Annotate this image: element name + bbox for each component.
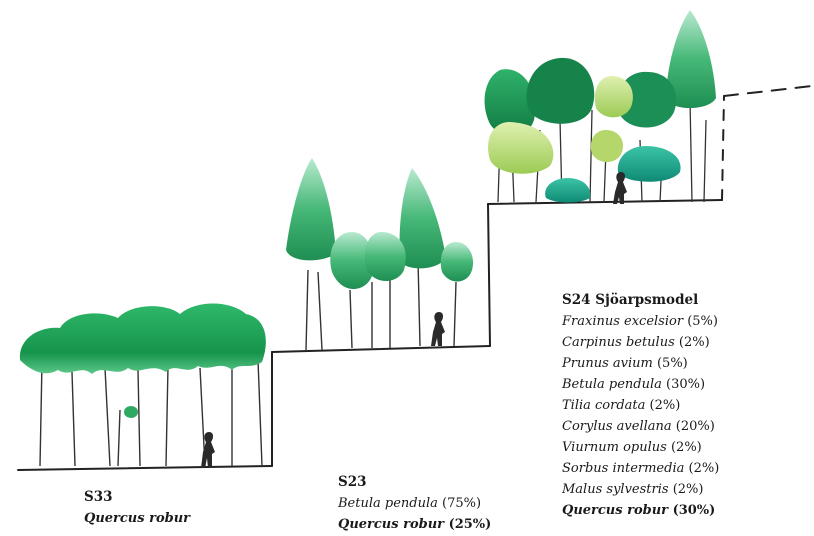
s24-species-row: Tilia cordata (2%) — [562, 395, 719, 416]
s33-oak-stand — [20, 304, 266, 469]
s33-title: S33 — [84, 487, 190, 508]
s24-species-row: Sorbus intermedia (2%) — [562, 458, 719, 479]
oak-canopy — [20, 304, 266, 375]
s24-species-row: Corylus avellana (20%) — [562, 416, 719, 437]
s23-title: S23 — [338, 472, 491, 493]
s24-label: S24 Sjöarpsmodel Fraxinus excelsior (5%)… — [562, 290, 719, 521]
person-figure — [431, 312, 445, 346]
s24-title: S24 Sjöarpsmodel — [562, 290, 719, 311]
s24-species-row: Prunus avium (5%) — [562, 353, 719, 374]
s24-mixed-stand — [485, 10, 716, 204]
s23-label: S23 Betula pendula (75%) Quercus robur (… — [338, 472, 491, 535]
s33-label: S33 Quercus robur — [84, 487, 190, 529]
s24-species-row: Malus sylvestris (2%) — [562, 479, 719, 500]
s24-species-row: Betula pendula (30%) — [562, 374, 719, 395]
s23-species-row: Quercus robur (25%) — [338, 514, 491, 535]
s24-species-row: Quercus robur (30%) — [562, 500, 719, 521]
s23-birch-stand — [286, 158, 473, 350]
s33-species-row: Quercus robur — [84, 508, 190, 529]
s23-species-row: Betula pendula (75%) — [338, 493, 491, 514]
s24-species-row: Viurnum opulus (2%) — [562, 437, 719, 458]
person-figure — [613, 172, 627, 204]
s24-species-row: Carpinus betulus (2%) — [562, 332, 719, 353]
s24-species-row: Fraxinus excelsior (5%) — [562, 311, 719, 332]
